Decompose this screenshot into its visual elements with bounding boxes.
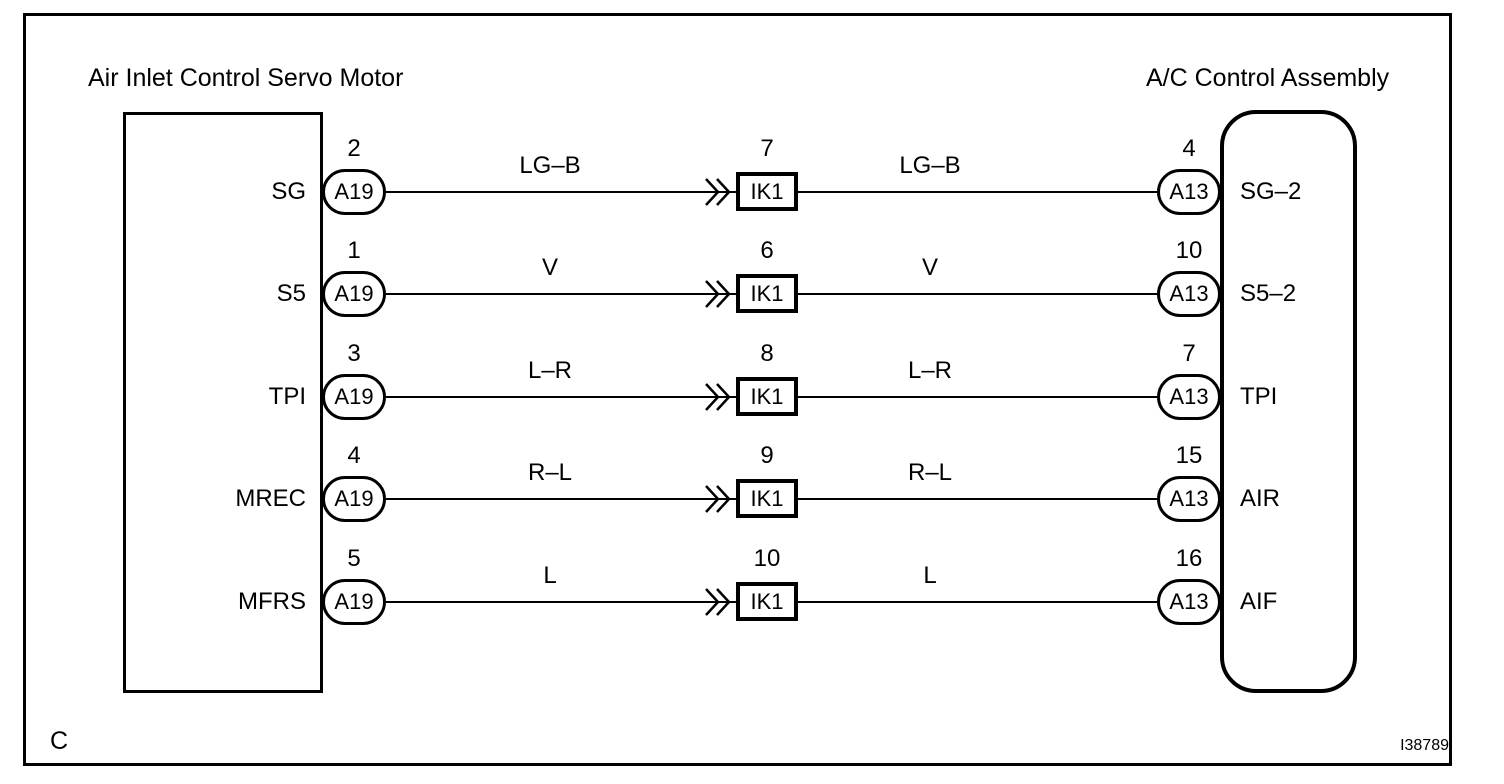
wire-color-label-left: R–L (527, 459, 573, 486)
wire-color-label-left: L–R (527, 357, 573, 384)
wire-color-label-right: L (923, 562, 937, 589)
right-connector-badge: A13 (1157, 169, 1221, 215)
left-pin-label: MREC (235, 485, 306, 512)
junction-pin-number: 9 (760, 442, 774, 469)
wire-row-mfrs: MFRS 5 A19 L 10 IK1 L 16 A13 AIF (0, 538, 1504, 658)
wire-row-mrec: MREC 4 A19 R–L 9 IK1 R–L 15 A13 AIR (0, 435, 1504, 555)
wire-segment-left (386, 498, 736, 500)
junction-chevron-icon (704, 278, 734, 310)
left-connector-badge: A19 (322, 476, 386, 522)
diagram-section-mark: C (50, 727, 69, 755)
right-connector-badge: A13 (1157, 579, 1221, 625)
wire-color-label-right: L–R (907, 357, 953, 384)
right-connector-badge: A13 (1157, 271, 1221, 317)
wire-row-tpi: TPI 3 A19 L–R 8 IK1 L–R 7 A13 TPI (0, 333, 1504, 453)
left-pin-number: 5 (347, 545, 361, 572)
right-pin-number: 7 (1182, 340, 1196, 367)
junction-chevron-icon (704, 586, 734, 618)
left-pin-number: 2 (347, 135, 361, 162)
junction-chevron-icon (704, 483, 734, 515)
right-pin-label: AIR (1240, 485, 1281, 512)
wire-segment-left (386, 396, 736, 398)
junction-pin-number: 6 (760, 237, 774, 264)
wire-segment-right (798, 601, 1157, 603)
wire-segment-left (386, 191, 736, 193)
left-pin-label: SG (271, 178, 306, 205)
right-component-box (1220, 110, 1357, 693)
right-pin-number: 4 (1182, 135, 1196, 162)
junction-connector-badge: IK1 (736, 582, 798, 621)
wire-color-label-right: LG–B (899, 152, 961, 179)
wire-color-label-right: R–L (907, 459, 953, 486)
figure-id: I38789 (1400, 737, 1449, 754)
right-pin-label: AIF (1240, 588, 1278, 615)
right-connector-badge: A13 (1157, 374, 1221, 420)
left-connector-badge: A19 (322, 169, 386, 215)
junction-connector-badge: IK1 (736, 274, 798, 313)
wire-color-label-left: LG–B (519, 152, 581, 179)
right-pin-number: 10 (1175, 237, 1203, 264)
wire-segment-left (386, 293, 736, 295)
left-pin-label: S5 (276, 280, 306, 307)
right-pin-label: SG–2 (1240, 178, 1302, 205)
wire-segment-left (386, 601, 736, 603)
wire-segment-right (798, 191, 1157, 193)
left-pin-label: TPI (268, 383, 306, 410)
junction-connector-badge: IK1 (736, 377, 798, 416)
junction-pin-number: 7 (760, 135, 774, 162)
junction-connector-badge: IK1 (736, 172, 798, 211)
right-pin-number: 16 (1175, 545, 1203, 572)
left-pin-number: 1 (347, 237, 361, 264)
left-pin-label: MFRS (238, 588, 306, 615)
wire-segment-right (798, 293, 1157, 295)
left-connector-badge: A19 (322, 271, 386, 317)
wire-segment-right (798, 498, 1157, 500)
wire-color-label-left: V (541, 254, 558, 281)
left-connector-badge: A19 (322, 579, 386, 625)
left-pin-number: 4 (347, 442, 361, 469)
right-pin-number: 15 (1175, 442, 1203, 469)
right-connector-badge: A13 (1157, 476, 1221, 522)
left-component-title: Air Inlet Control Servo Motor (88, 64, 404, 92)
junction-pin-number: 8 (760, 340, 774, 367)
wire-row-s5: S5 1 A19 V 6 IK1 V 10 A13 S5–2 (0, 230, 1504, 350)
wire-segment-right (798, 396, 1157, 398)
wire-color-label-left: L (543, 562, 557, 589)
junction-connector-badge: IK1 (736, 479, 798, 518)
junction-chevron-icon (704, 176, 734, 208)
wire-color-label-right: V (921, 254, 938, 281)
right-pin-label: TPI (1240, 383, 1278, 410)
left-connector-badge: A19 (322, 374, 386, 420)
right-component-title: A/C Control Assembly (1146, 64, 1390, 92)
junction-chevron-icon (704, 381, 734, 413)
junction-pin-number: 10 (753, 545, 781, 572)
left-component-box (123, 112, 323, 693)
left-pin-number: 3 (347, 340, 361, 367)
right-pin-label: S5–2 (1240, 280, 1297, 307)
wire-row-sg: SG 2 A19 LG–B 7 IK1 LG–B 4 A13 SG–2 (0, 128, 1504, 248)
